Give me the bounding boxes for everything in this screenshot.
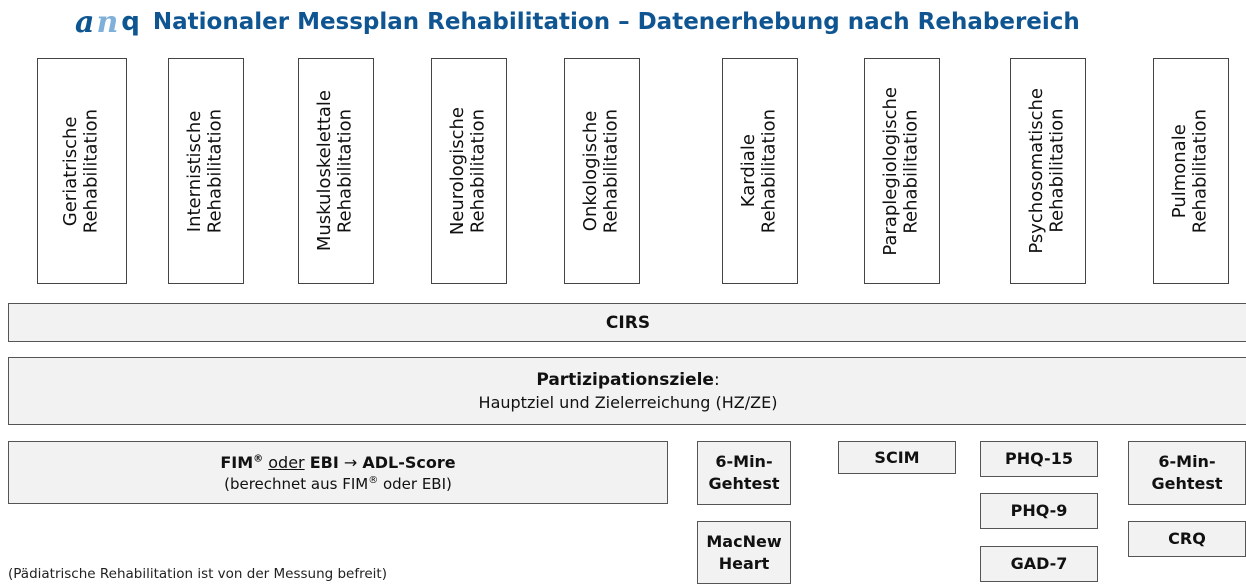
cirs-bar: CIRS bbox=[8, 303, 1246, 342]
participation-subtitle: Hauptziel und Zielerreichung (HZ/ZE) bbox=[478, 393, 778, 412]
participation-goals-bar: Partizipationsziele: Hauptziel und Ziele… bbox=[8, 357, 1246, 425]
area-cardiac: Kardiale Rehabilitation bbox=[722, 58, 798, 284]
area-pulmonary: Pulmonale Rehabilitation bbox=[1153, 58, 1229, 284]
walk-test-pulmonary-box: 6-Min- Gehtest bbox=[1128, 441, 1246, 505]
phq15-box: PHQ-15 bbox=[980, 441, 1098, 477]
logo-letter-q: q bbox=[121, 7, 141, 37]
participation-title: Partizipationsziele: bbox=[536, 370, 720, 390]
area-label: Muskuloskelettale Rehabilitation bbox=[314, 90, 356, 252]
area-psychosomatic: Psychosomatische Rehabilitation bbox=[1010, 58, 1086, 284]
fim-ebi-bar: FIM® oder EBI → ADL-Score (berechnet aus… bbox=[8, 441, 668, 504]
area-label: Neurologische Rehabilitation bbox=[447, 106, 489, 236]
area-label: Geriatrische Rehabilitation bbox=[60, 108, 102, 234]
area-label: Internistische Rehabilitation bbox=[184, 108, 226, 234]
footnote: (Pädiatrische Rehabilitation ist von der… bbox=[8, 566, 387, 582]
area-paraplegiological: Paraplegiologische Rehabilitation bbox=[864, 58, 940, 284]
phq9-box: PHQ-9 bbox=[980, 493, 1098, 529]
area-label: Onkologische Rehabilitation bbox=[580, 108, 622, 234]
area-label: Kardiale Rehabilitation bbox=[738, 108, 780, 234]
area-neurological: Neurologische Rehabilitation bbox=[431, 58, 507, 284]
logo-letter-n: n bbox=[96, 4, 120, 40]
scim-box: SCIM bbox=[838, 441, 956, 474]
crq-box: CRQ bbox=[1128, 521, 1246, 557]
area-label: Paraplegiologische Rehabilitation bbox=[880, 86, 922, 256]
fim-ebi-title: FIM® oder EBI → ADL-Score bbox=[220, 452, 456, 472]
area-label: Psychosomatische Rehabilitation bbox=[1026, 88, 1068, 254]
area-oncological: Onkologische Rehabilitation bbox=[564, 58, 640, 284]
gad7-box: GAD-7 bbox=[980, 546, 1098, 582]
area-geriatric: Geriatrische Rehabilitation bbox=[37, 58, 127, 284]
area-musculoskeletal: Muskuloskelettale Rehabilitation bbox=[298, 58, 374, 284]
fim-ebi-subtitle: (berechnet aus FIM® oder EBI) bbox=[224, 474, 452, 493]
area-internal: Internistische Rehabilitation bbox=[168, 58, 244, 284]
area-label: Pulmonale Rehabilitation bbox=[1169, 108, 1211, 234]
macnew-heart-box: MacNew Heart bbox=[697, 521, 791, 584]
cirs-label: CIRS bbox=[605, 312, 651, 333]
logo-letter-a: a bbox=[75, 4, 96, 40]
walk-test-cardiac-box: 6-Min- Gehtest bbox=[697, 441, 791, 505]
page-title: Nationaler Messplan Rehabilitation – Dat… bbox=[152, 9, 1080, 35]
